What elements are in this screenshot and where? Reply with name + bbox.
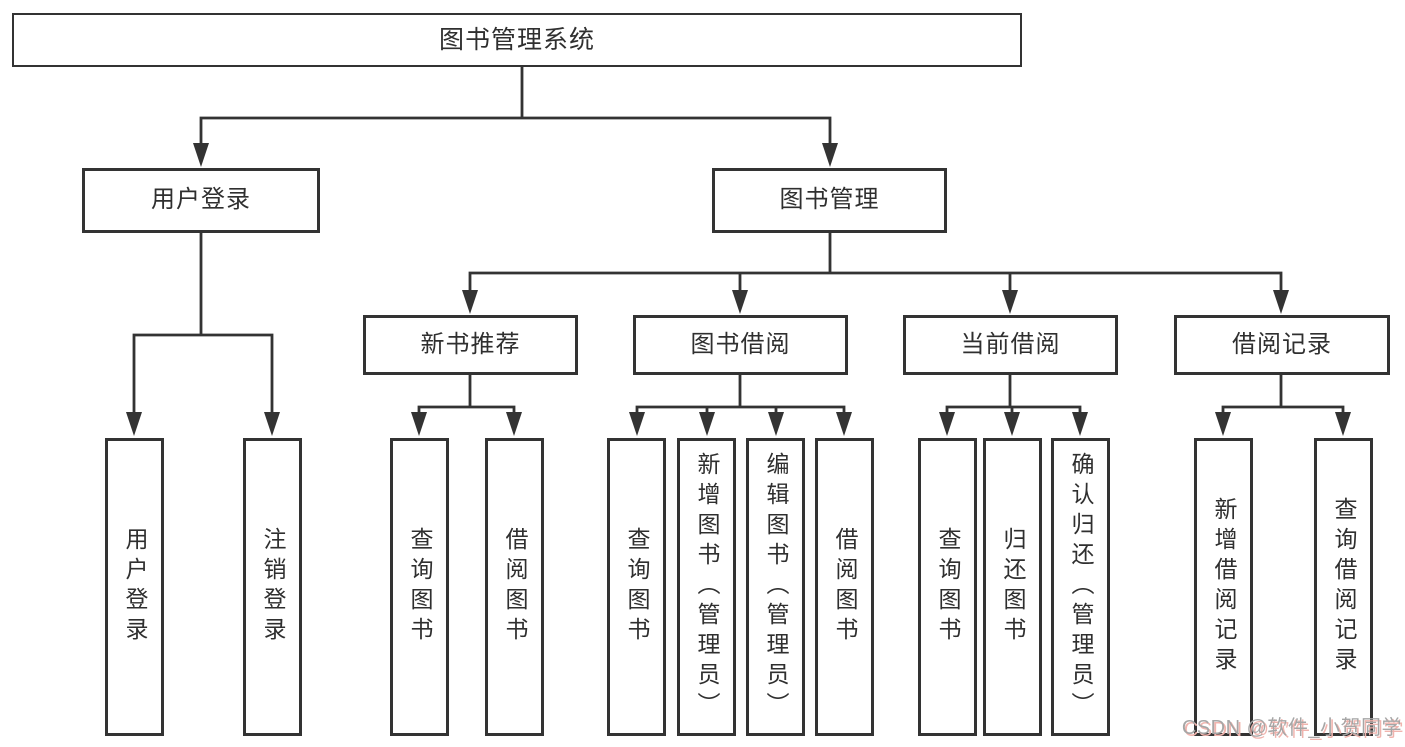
arrow-down-marker [768,412,784,436]
node-label: 图书管理系统 [438,26,595,54]
node-logout-action: 注销登录 [243,438,302,736]
csdn-watermark: CSDN @软件_小贺同学 [1181,717,1402,739]
node-query-books-recommend: 查询图书 [390,438,449,736]
node-label: 新增借阅记录 [1211,497,1237,677]
connector-bookmgmt-to-level3 [468,232,1283,297]
node-label: 确认归还（管理员） [1068,452,1094,722]
node-query-books-current: 查询图书 [918,438,977,736]
node-edit-books-admin: 编辑图书（管理员） [746,438,805,736]
node-query-books-borrowing: 查询图书 [607,438,666,736]
arrow-down-marker [1215,412,1231,436]
arrow-down-marker [699,412,715,436]
node-label: 借阅图书 [502,527,528,647]
connector-newbooks-to-leaves [417,374,516,419]
node-label: 借阅记录 [1232,330,1332,358]
node-book-borrowing: 图书借阅 [633,315,848,375]
node-borrow-books-borrowing: 借阅图书 [815,438,874,736]
arrow-down-marker [1273,290,1289,314]
arrow-down-marker [1072,412,1088,436]
node-label: 查询图书 [935,527,961,647]
arrow-down-marker [462,290,478,314]
node-label: 新增图书（管理员） [694,452,720,722]
node-label: 查询图书 [407,527,433,647]
node-label: 用户登录 [122,527,148,647]
node-label: 用户登录 [151,186,251,214]
arrow-down-marker [732,290,748,314]
arrow-down-marker [193,143,209,167]
node-label: 编辑图书（管理员） [763,452,789,722]
connector-bookborrow-to-leaves [635,374,846,419]
arrow-down-marker [506,412,522,436]
node-label: 图书管理 [779,186,880,214]
node-return-books: 归还图书 [983,438,1042,736]
node-add-borrow-record: 新增借阅记录 [1194,438,1253,736]
arrow-down-marker [836,412,852,436]
node-book-management-system: 图书管理系统 [12,13,1022,67]
node-label: 当前借阅 [960,330,1061,358]
connector-borrowrecords-to-leaves [1221,374,1345,419]
arrow-down-marker [1004,412,1020,436]
arrow-down-marker [126,412,142,436]
node-book-management: 图书管理 [712,168,947,233]
node-user-login: 用户登录 [82,168,320,233]
node-label: 查询借阅记录 [1331,497,1357,677]
arrow-down-marker [1335,412,1351,436]
node-label: 借阅图书 [832,527,858,647]
arrow-down-marker [939,412,955,436]
node-label: 查询图书 [624,527,650,647]
node-label: 归还图书 [1000,527,1026,647]
node-borrowing-records: 借阅记录 [1174,315,1390,375]
node-query-borrow-record: 查询借阅记录 [1314,438,1373,736]
node-borrow-books-recommend: 借阅图书 [485,438,544,736]
node-user-login-action: 用户登录 [105,438,164,736]
node-new-book-recommend: 新书推荐 [363,315,578,375]
node-label: 注销登录 [260,527,286,647]
connector-root-to-level2 [199,66,832,150]
node-label: 图书借阅 [690,330,791,358]
arrow-down-marker [264,412,280,436]
node-label: 新书推荐 [420,330,521,358]
arrow-down-marker [411,412,427,436]
node-confirm-return-admin: 确认归还（管理员） [1051,438,1110,736]
node-current-borrowing: 当前借阅 [903,315,1118,375]
arrow-down-marker [822,143,838,167]
node-add-books-admin: 新增图书（管理员） [677,438,736,736]
arrow-down-marker [629,412,645,436]
connector-userlogin-to-leaves [132,232,274,419]
arrow-down-marker [1002,290,1018,314]
